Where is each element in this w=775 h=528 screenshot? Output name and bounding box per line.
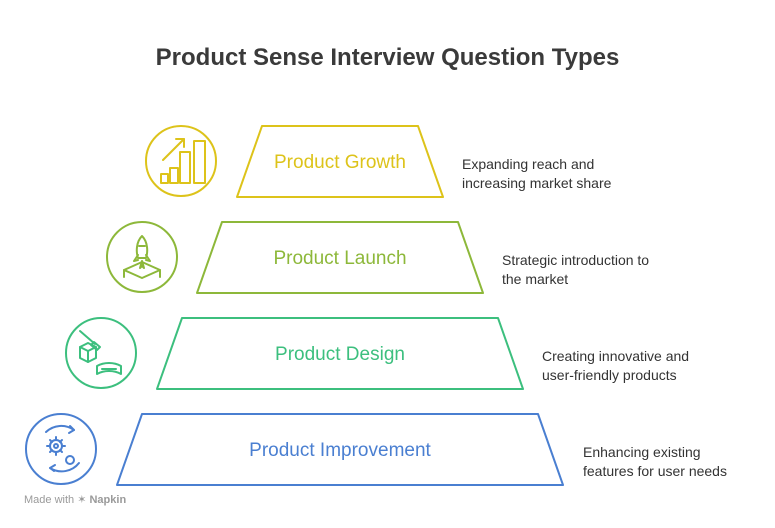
made-with-footer: Made with ✶ Napkin (24, 493, 126, 506)
desc-line: increasing market share (462, 175, 612, 191)
level-label: Product Growth (274, 152, 406, 173)
level-product-launch: Product Launch (106, 221, 484, 294)
brand-name: Napkin (89, 494, 127, 506)
desc-product-launch: Strategic introduction to the market (502, 251, 649, 289)
gear-cycle-icon (25, 413, 97, 485)
level-shape (156, 317, 524, 390)
level-shape (236, 125, 444, 198)
growth-chart-icon (145, 125, 217, 197)
desc-line: Creating innovative and (542, 348, 690, 364)
design-tools-icon (65, 317, 137, 389)
rocket-launch-icon (106, 221, 178, 293)
desc-line: features for user needs (583, 463, 727, 479)
level-product-growth: Product Growth (145, 125, 444, 198)
napkin-logo-icon: ✶ (77, 494, 87, 506)
diagram-title: Product Sense Interview Question Types (155, 44, 620, 71)
made-with-text: Made with (24, 494, 75, 506)
desc-product-growth: Expanding reach and increasing market sh… (462, 155, 611, 193)
level-product-design: Product Design (65, 317, 524, 390)
level-label: Product Design (275, 344, 405, 365)
desc-product-design: Creating innovative and user-friendly pr… (542, 347, 689, 385)
level-shape (196, 221, 484, 294)
desc-product-improvement: Enhancing existing features for user nee… (583, 443, 727, 481)
level-label: Product Improvement (249, 440, 431, 461)
desc-line: Expanding reach and (462, 156, 595, 172)
desc-line: Strategic introduction to (502, 252, 650, 268)
desc-line: Enhancing existing (583, 444, 701, 460)
level-shape (116, 413, 564, 486)
level-product-improvement: Product Improvement (25, 413, 564, 486)
level-label: Product Launch (273, 248, 406, 269)
desc-line: the market (502, 271, 569, 287)
desc-line: user-friendly products (542, 367, 677, 383)
